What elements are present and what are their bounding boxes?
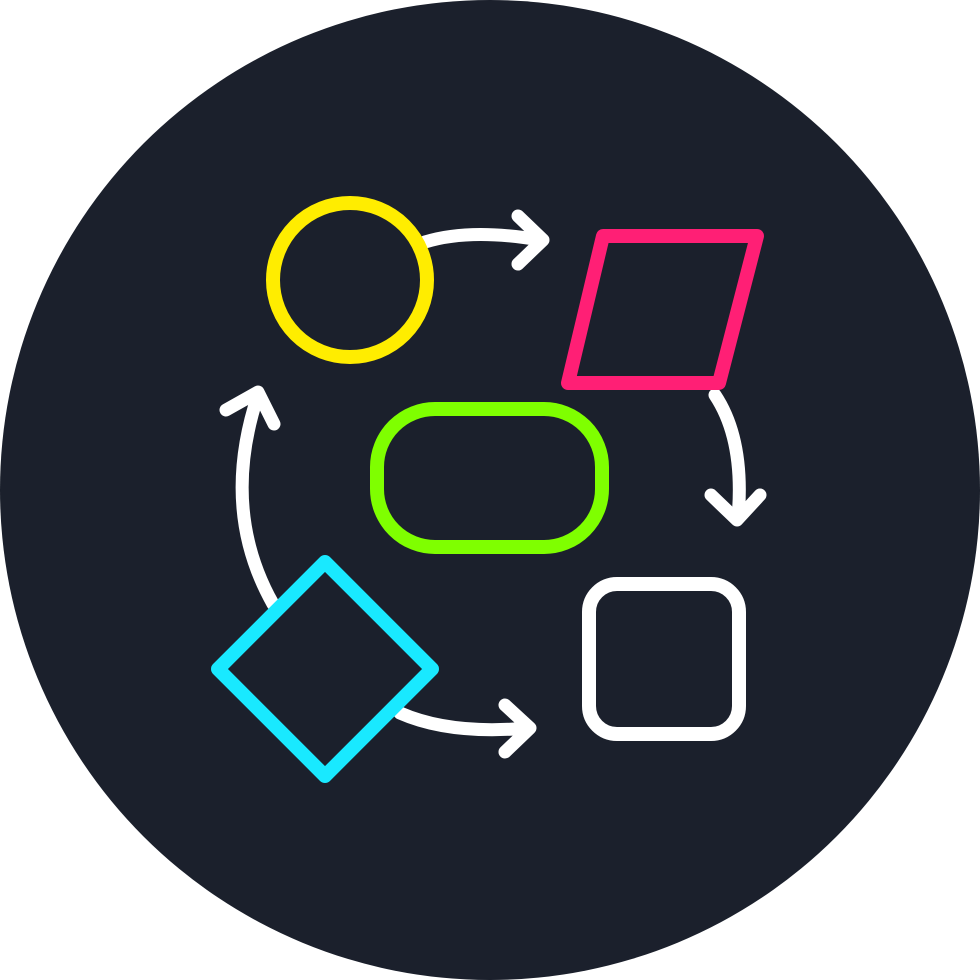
arrowhead-diamond-to-square	[498, 698, 537, 759]
arrowhead-diamond-to-circle	[219, 385, 281, 431]
arrow-diamond-to-square	[393, 706, 535, 737]
data-parallelogram	[561, 229, 764, 390]
decision-diamond	[211, 555, 439, 783]
arrowhead-parallelogram-to-square	[704, 488, 767, 527]
start-circle	[266, 196, 434, 364]
arrow-diamond-to-circle	[235, 388, 280, 611]
process-square	[582, 577, 746, 741]
terminator-pill	[370, 402, 609, 554]
arrow-circle-to-parallelogram	[418, 227, 547, 249]
arrow-parallelogram-to-square	[708, 388, 746, 525]
arrowhead-circle-to-parallelogram	[511, 209, 550, 271]
